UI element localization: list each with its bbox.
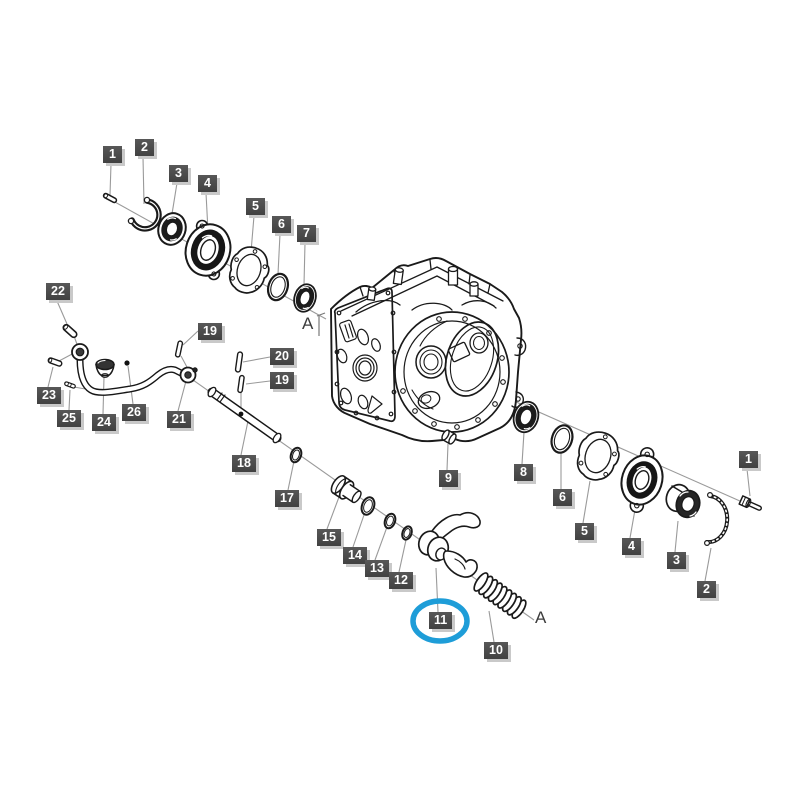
- part-label-5-right[interactable]: 5: [575, 523, 594, 540]
- part-pin-22: [62, 323, 78, 339]
- leader-line-22: [56, 300, 68, 325]
- leader-line-7-left: [303, 242, 306, 286]
- leader-line-5-left: [250, 215, 255, 253]
- part-label-11[interactable]: 11: [429, 612, 453, 629]
- leader-line-17: [287, 460, 295, 491]
- part-label-23[interactable]: 23: [37, 387, 61, 404]
- section-marker-right: A: [535, 608, 547, 627]
- drawing: [47, 192, 762, 620]
- leader-line-1-left: [109, 163, 112, 196]
- part-label-15[interactable]: 15: [317, 529, 341, 546]
- part-flange-4: [184, 219, 232, 281]
- part-lever-21: [71, 343, 198, 396]
- part-label-2-right[interactable]: 2: [697, 581, 716, 598]
- part-label-4-right[interactable]: 4: [622, 538, 641, 555]
- leader-line-9: [446, 443, 449, 471]
- part-gasket-5: [228, 246, 270, 294]
- part-pin-20: [234, 351, 244, 373]
- part-label-14[interactable]: 14: [343, 547, 367, 564]
- part-label-13[interactable]: 13: [365, 560, 389, 577]
- leader-line-14: [352, 511, 366, 548]
- part-pin-19a: [174, 340, 184, 358]
- leader-line-18: [240, 420, 249, 456]
- part-label-7-left[interactable]: 7: [297, 225, 316, 242]
- part-oring-14: [360, 496, 376, 516]
- part-oring-17: [289, 446, 303, 464]
- leader-line-12: [398, 539, 407, 573]
- part-oring-6-right: [550, 424, 574, 454]
- part-fork-11: [417, 512, 481, 578]
- part-label-24[interactable]: 24: [92, 414, 116, 431]
- leader-line-23: [47, 366, 54, 388]
- part-label-9[interactable]: 9: [439, 470, 458, 487]
- part-label-4-left[interactable]: 4: [198, 175, 217, 192]
- leader-line-1-right: [746, 468, 751, 497]
- leader-line-19-b: [245, 380, 271, 385]
- leader-line-2-left: [142, 156, 145, 205]
- leader-line-3-right: [674, 520, 679, 553]
- part-label-8[interactable]: 8: [514, 464, 533, 481]
- part-flange-4-right: [620, 447, 664, 513]
- part-spring-10: [473, 572, 527, 620]
- part-label-1-left[interactable]: 1: [103, 146, 122, 163]
- part-label-3-right[interactable]: 3: [667, 552, 686, 569]
- section-marker-left: A: [302, 314, 314, 333]
- leader-line-8: [521, 431, 525, 465]
- leader-line-10: [488, 610, 495, 643]
- part-gasket-5-right: [576, 431, 620, 481]
- leader-line-20: [242, 356, 271, 363]
- part-coupler-15: [330, 474, 362, 504]
- part-pin-25: [64, 381, 76, 389]
- part-pin-23: [47, 357, 63, 367]
- leader-line-6-left: [277, 233, 281, 275]
- part-bearing-3: [157, 212, 187, 246]
- part-pin-1: [102, 192, 118, 204]
- part-label-17[interactable]: 17: [275, 490, 299, 507]
- part-seal-8: [512, 400, 540, 434]
- part-label-18[interactable]: 18: [232, 455, 256, 472]
- part-label-22[interactable]: 22: [46, 283, 70, 300]
- leader-line-25: [68, 389, 71, 411]
- part-pin-19b: [237, 374, 245, 394]
- leader-line-21: [177, 380, 187, 412]
- leader-line-11: [435, 567, 439, 613]
- highlight-ellipse: [410, 598, 470, 644]
- leader-line-13: [374, 526, 388, 561]
- part-label-20[interactable]: 20: [270, 348, 294, 365]
- leader-line-3-left: [171, 182, 178, 215]
- leader-line-19-a: [182, 330, 199, 346]
- part-ball-26: [124, 360, 130, 366]
- part-label-19-b[interactable]: 19: [270, 372, 294, 389]
- part-label-6-left[interactable]: 6: [272, 216, 291, 233]
- part-plug-9: [441, 429, 457, 445]
- part-label-26[interactable]: 26: [122, 404, 146, 421]
- part-label-21[interactable]: 21: [167, 411, 191, 428]
- leader-line-15: [326, 496, 340, 530]
- part-cap-24: [95, 358, 115, 378]
- part-label-10[interactable]: 10: [484, 642, 508, 659]
- leader-line-26: [127, 365, 134, 405]
- leader-line-2-right: [704, 547, 712, 582]
- housing: [330, 257, 527, 443]
- leader-line-5-right: [582, 480, 591, 524]
- part-label-3-left[interactable]: 3: [169, 165, 188, 182]
- part-oring-13: [383, 512, 397, 530]
- part-label-5-left[interactable]: 5: [246, 198, 265, 215]
- part-oring-12: [401, 525, 413, 541]
- part-bolt-1-right: [738, 495, 762, 511]
- part-hub-3-right: [665, 483, 701, 519]
- part-label-6-right[interactable]: 6: [553, 489, 572, 506]
- part-label-25[interactable]: 25: [57, 410, 81, 427]
- part-seal-7: [293, 283, 317, 313]
- part-oring-6-left: [266, 272, 290, 302]
- section-marker-bracket: [316, 312, 326, 336]
- part-label-1-right[interactable]: 1: [739, 451, 758, 468]
- part-label-19-a[interactable]: 19: [198, 323, 222, 340]
- part-label-2-left[interactable]: 2: [135, 139, 154, 156]
- part-label-12[interactable]: 12: [389, 572, 413, 589]
- part-shaft-18: [207, 386, 282, 444]
- part-clip-2: [127, 196, 162, 232]
- part-clip-2-right: [703, 492, 730, 546]
